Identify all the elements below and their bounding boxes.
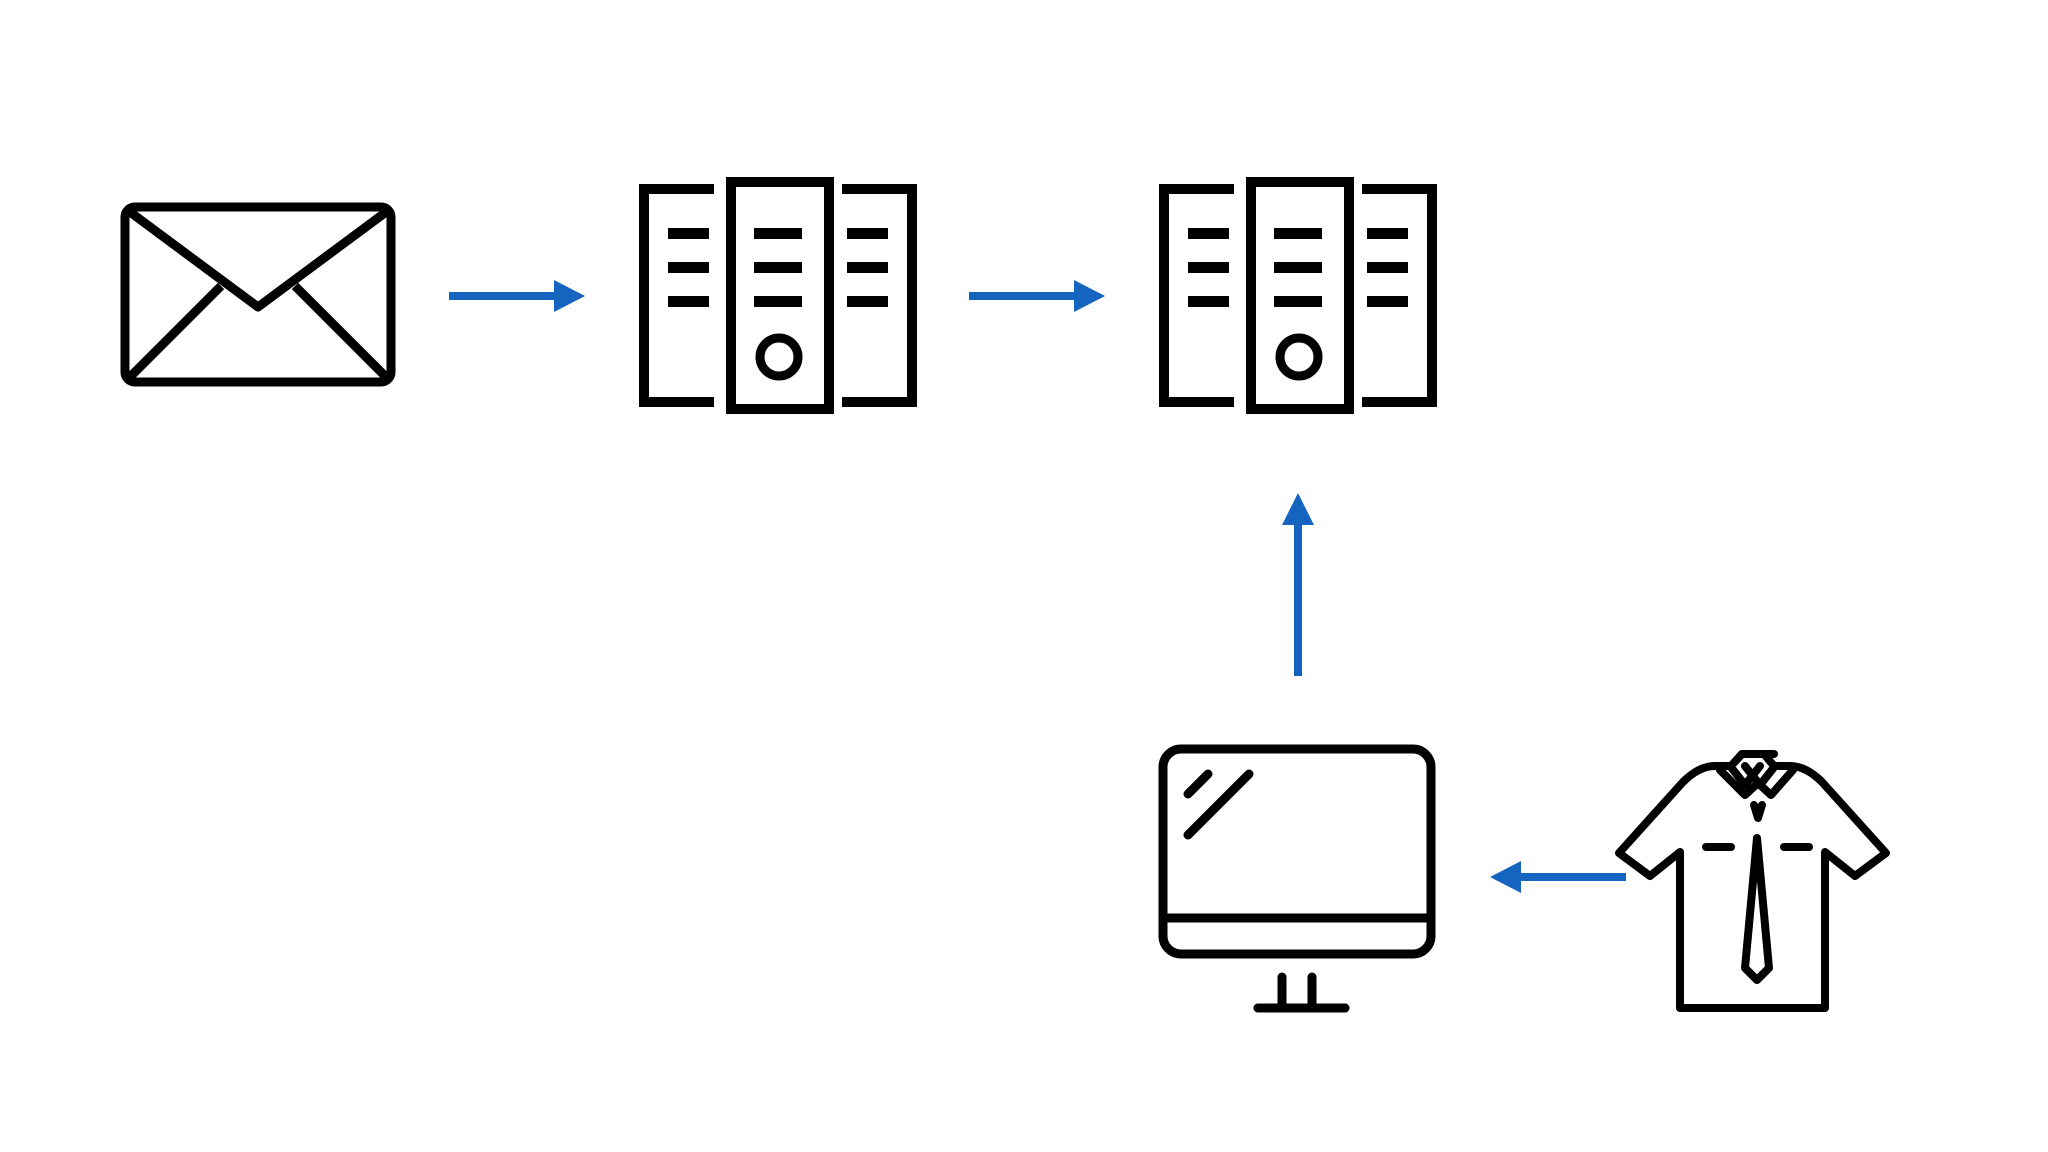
desktop-monitor-icon (1158, 744, 1436, 1013)
envelope-icon (120, 202, 396, 387)
arrow-right-1 (449, 280, 585, 312)
server-rack-icon (1159, 177, 1437, 414)
businessman-shirt-tie-icon (1615, 750, 1890, 1012)
arrow-left (1490, 861, 1626, 893)
server-rack-icon (639, 177, 917, 414)
arrow-up (1282, 493, 1314, 676)
arrow-right-2 (969, 280, 1105, 312)
